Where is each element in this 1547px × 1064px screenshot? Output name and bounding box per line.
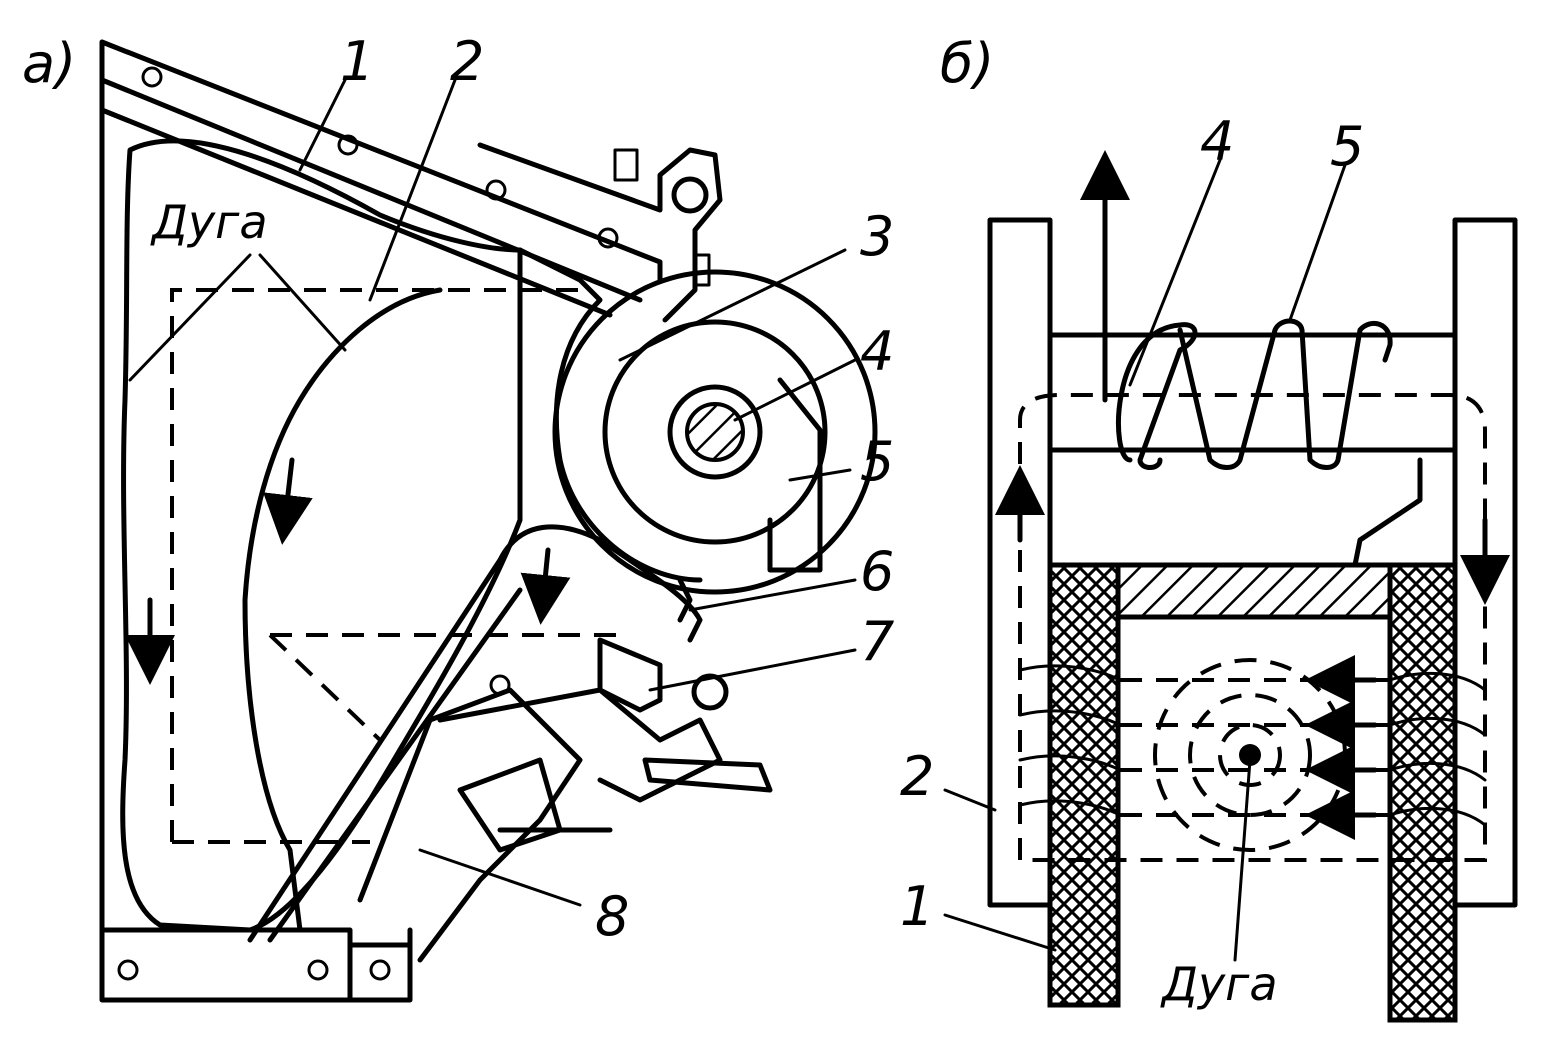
insulating-block-8 [357, 687, 583, 963]
flux-loop-dashed [1018, 393, 1487, 862]
label-6: 6 [860, 540, 894, 603]
label-7: 7 [860, 610, 894, 673]
panel-b: б) [900, 32, 1518, 1023]
blowout-coil-outer [552, 269, 878, 595]
label-1: 1 [340, 30, 374, 93]
leader-4 [733, 358, 857, 422]
arc-horn-3 [517, 247, 703, 583]
blowout-core [685, 402, 745, 462]
arc-chute-frame [99, 39, 663, 1003]
leader-7 [648, 648, 857, 692]
blowout-core-ring [667, 384, 763, 480]
contact-pivot [671, 176, 709, 214]
label-b-2: 2 [900, 745, 934, 808]
flex-conductor [642, 757, 773, 793]
contact-6-tab [677, 577, 693, 623]
arc-label-b: Дуга [1160, 957, 1278, 1011]
panel-a-tag: а) [22, 32, 76, 95]
arc-outline-outer [120, 138, 523, 933]
arc-outline-inner [242, 287, 443, 933]
lower-contact-7 [597, 637, 663, 713]
coil-core [1047, 332, 1458, 453]
flux-diagonal-dashed [268, 633, 382, 742]
leader-6 [688, 578, 857, 612]
field-ribbons-left [1018, 664, 1122, 817]
coil-lead [1352, 457, 1423, 568]
label-2: 2 [450, 30, 484, 93]
rivet [141, 66, 163, 88]
leader-b4 [1128, 158, 1222, 387]
moving-arm [437, 687, 723, 803]
field-ribbons-right [1388, 672, 1487, 827]
arc-field-circle-inner [1218, 723, 1282, 787]
label-5: 5 [860, 430, 894, 493]
arc-flow-arrow [520, 547, 571, 625]
arc-flow-arrow [263, 457, 313, 545]
pole-plate-hatched [1115, 562, 1393, 620]
coil-lead-5 [767, 377, 823, 573]
arc-horn-lower-2 [267, 587, 523, 943]
arc-label-leader [128, 253, 347, 382]
arc-spot [1239, 744, 1261, 766]
label-3: 3 [860, 205, 894, 268]
label-b-4: 4 [1200, 110, 1234, 173]
blowout-coil-mid [602, 319, 828, 545]
label-8: 8 [595, 885, 629, 948]
panel-b-tag: б) [940, 32, 994, 95]
rivet [597, 227, 619, 249]
insulating-wall-right [1387, 562, 1458, 1023]
rivet [369, 959, 391, 981]
leader-b-arc [1233, 758, 1252, 962]
panel-a: а) Дуга [22, 30, 894, 1003]
rivet [307, 959, 329, 981]
insulating-wall-left [1047, 562, 1121, 1008]
leader-b5 [1288, 163, 1347, 322]
leader-5 [788, 468, 852, 482]
label-b-5: 5 [1330, 115, 1364, 178]
arc-label-a: Дуга [150, 195, 268, 249]
leader-2 [368, 78, 457, 302]
rivet [489, 674, 511, 696]
leader-8 [418, 848, 582, 907]
arc-chute-bottom-plate [99, 927, 413, 1003]
rivet [117, 959, 139, 981]
rivet [485, 179, 507, 201]
label-4: 4 [860, 320, 894, 383]
leader-b1 [943, 913, 1057, 952]
leader-3 [618, 248, 847, 362]
rivet [337, 134, 359, 156]
arc-field-circle-outer [1153, 658, 1347, 852]
label-b-1: 1 [900, 875, 934, 938]
contact-spring [693, 253, 711, 287]
arc-field-circle-mid [1188, 693, 1312, 817]
block-window [457, 757, 563, 853]
leader-1 [298, 78, 347, 172]
leader-b2 [943, 788, 997, 812]
contact-tip [613, 148, 639, 182]
arm-pivot [691, 673, 729, 711]
